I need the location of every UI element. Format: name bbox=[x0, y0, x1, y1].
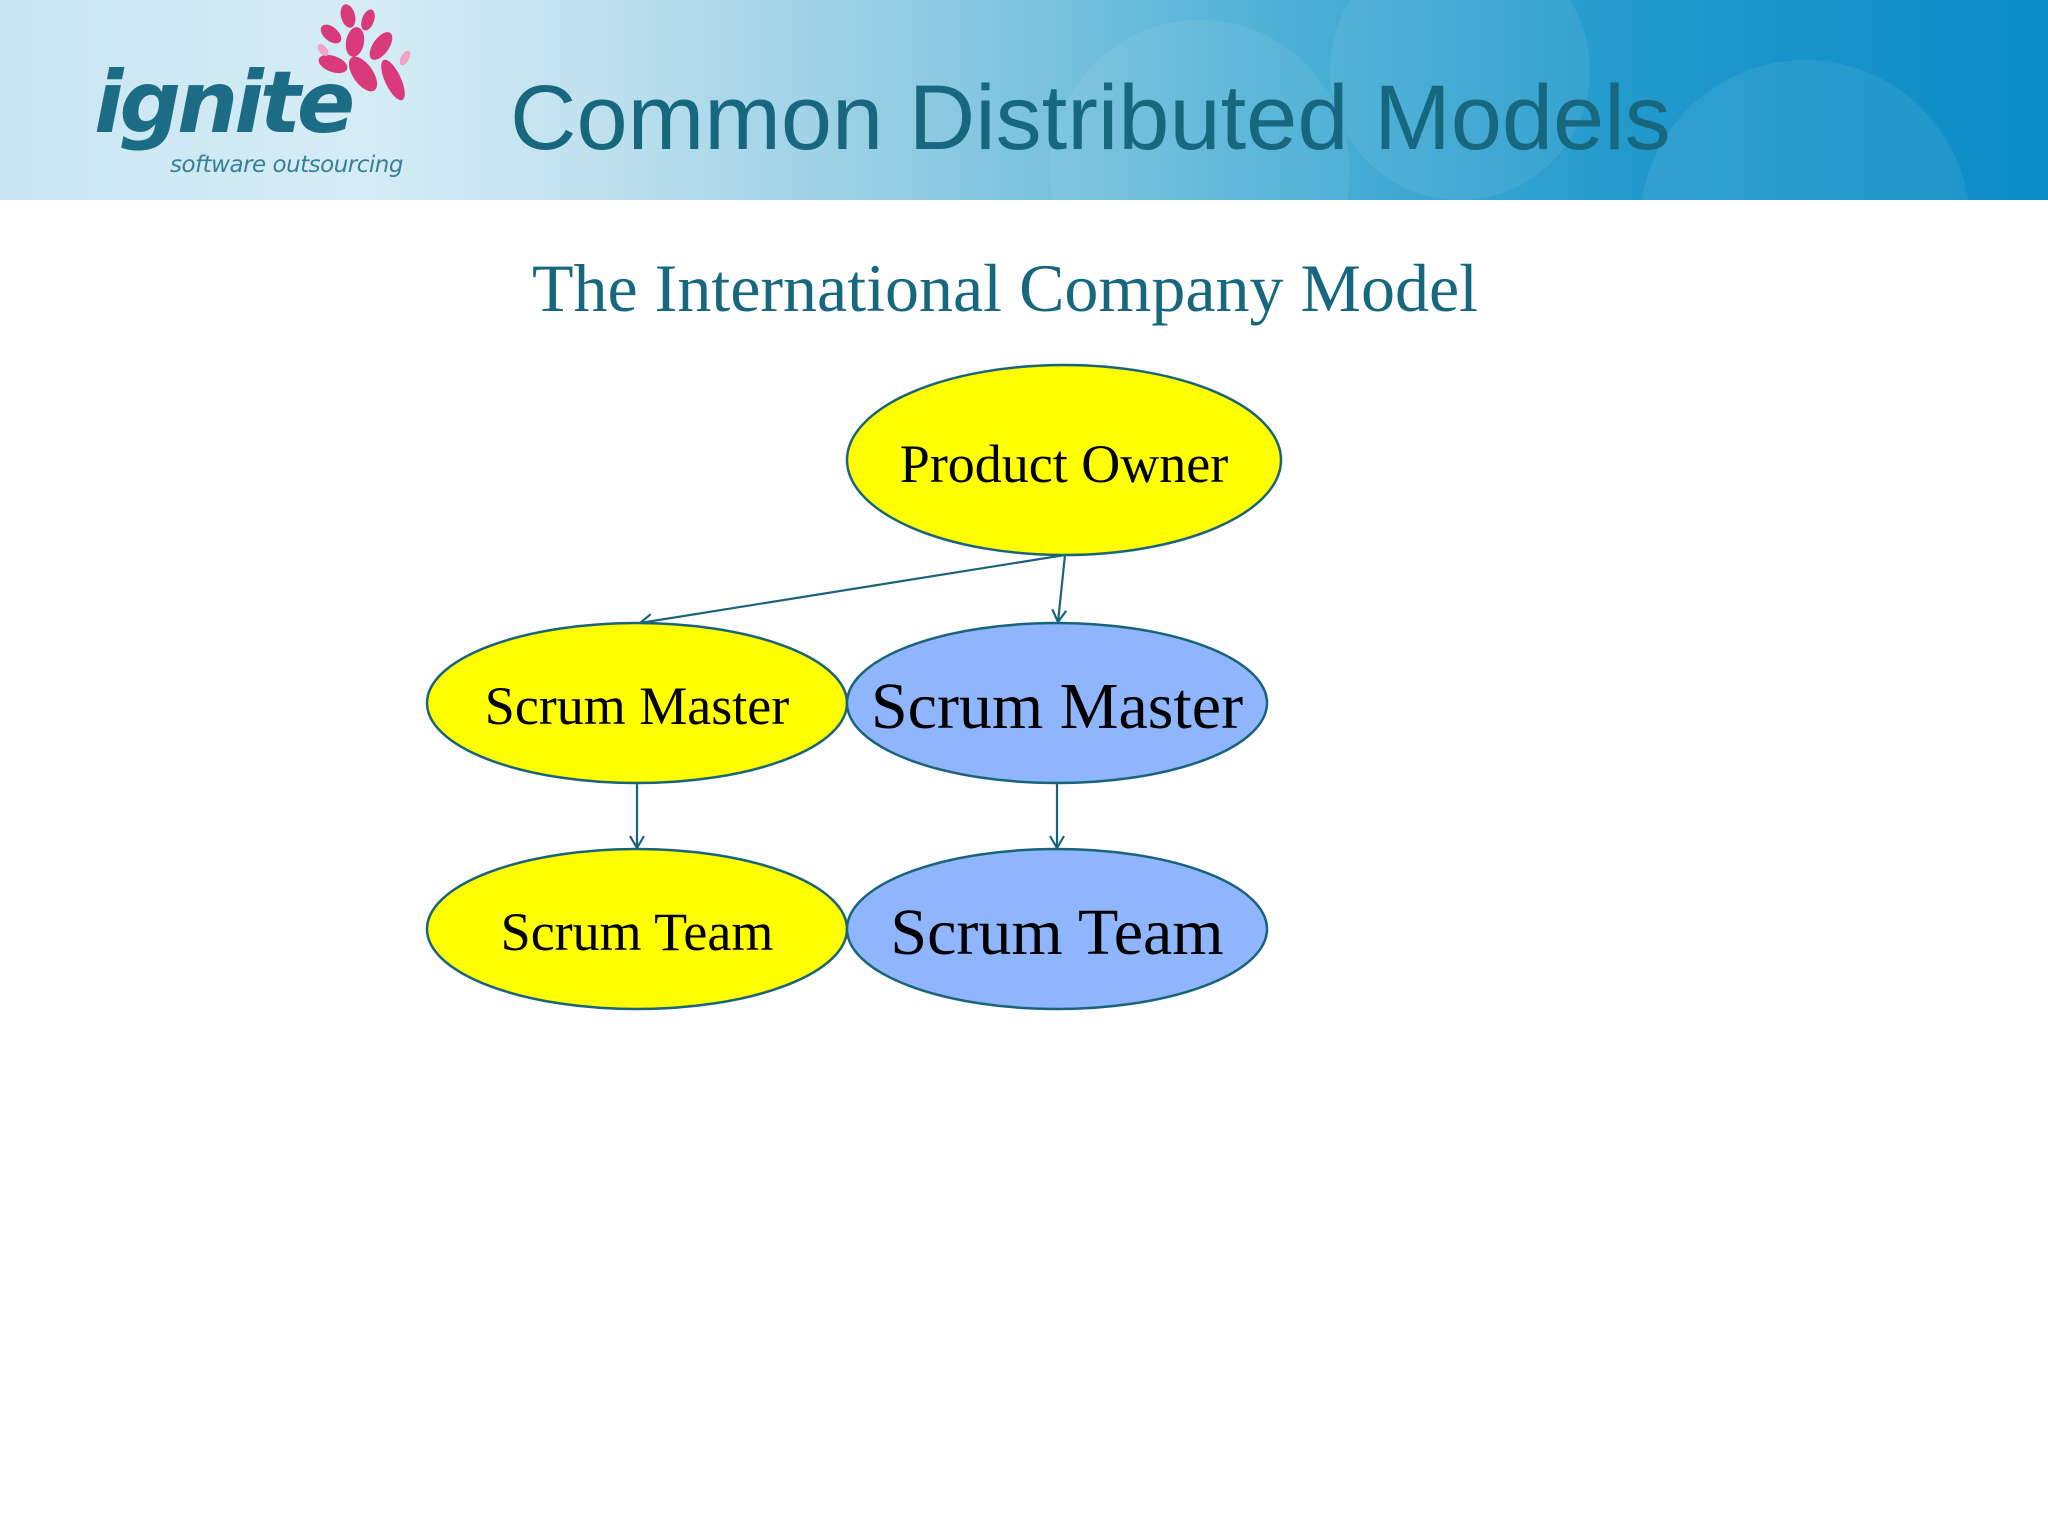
node-scrum-team-remote: Scrum Team bbox=[845, 847, 1269, 1011]
node-label: Product Owner bbox=[900, 434, 1228, 494]
ignite-logo: ignite software outsourcing bbox=[88, 0, 428, 195]
logo-wordmark: ignite bbox=[94, 53, 355, 153]
edge-po-to-local-master bbox=[637, 553, 1066, 630]
node-label: Scrum Team bbox=[501, 902, 774, 962]
slide-subtitle: The International Company Model bbox=[531, 250, 1479, 326]
node-label: Scrum Team bbox=[890, 896, 1223, 969]
node-scrum-master-remote: Scrum Master bbox=[845, 621, 1269, 785]
slide-header: ignite software outsourcing Common Distr… bbox=[0, 0, 2048, 200]
node-label: Scrum Master bbox=[871, 670, 1243, 743]
node-product-owner: Product Owner bbox=[845, 363, 1283, 557]
node-scrum-master-local: Scrum Master bbox=[425, 621, 849, 785]
flower-logo-icon bbox=[317, 4, 411, 101]
page-title: Common Distributed Models bbox=[510, 67, 1671, 169]
edge-po-to-remote-master bbox=[1051, 554, 1068, 625]
logo-tagline: software outsourcing bbox=[170, 152, 403, 178]
node-scrum-team-local: Scrum Team bbox=[425, 847, 849, 1011]
node-label: Scrum Master bbox=[485, 676, 789, 736]
